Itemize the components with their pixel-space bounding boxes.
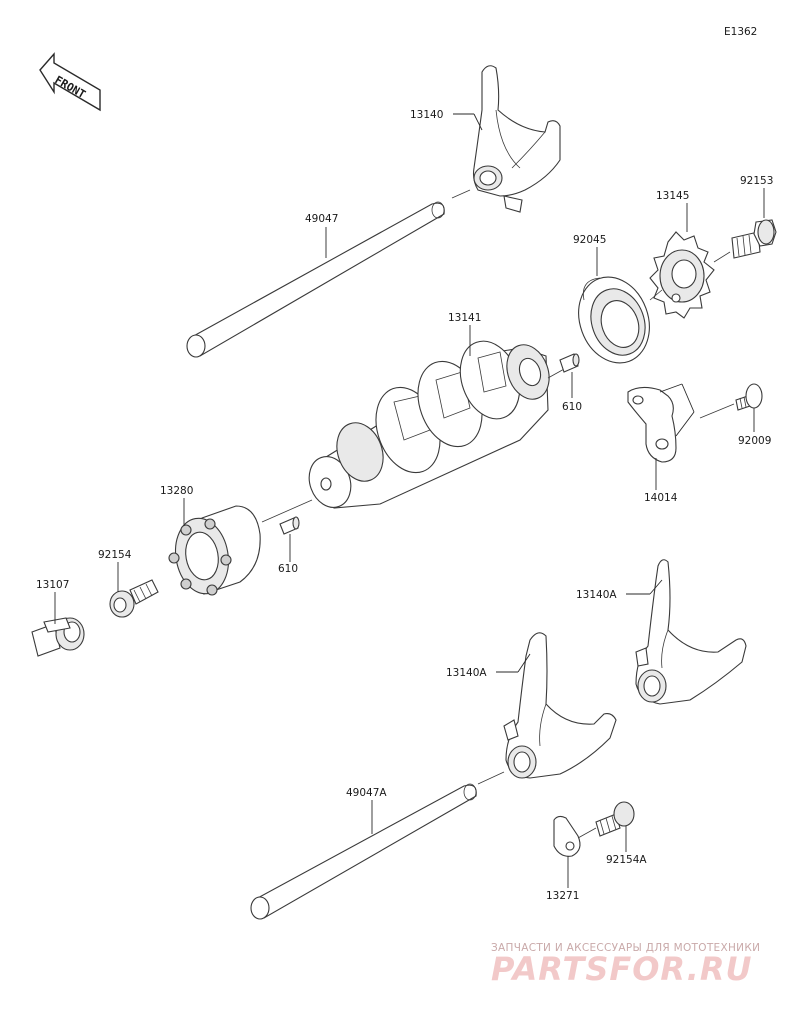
label-92154: 92154 bbox=[98, 549, 132, 561]
label-610-upper: 610 bbox=[562, 401, 582, 413]
screw-92154A bbox=[595, 801, 635, 837]
shift-drum-13141 bbox=[308, 340, 550, 509]
pin-holder-13280 bbox=[168, 505, 261, 596]
label-610-lower: 610 bbox=[278, 563, 298, 575]
cap-13107 bbox=[31, 617, 85, 657]
shift-fork-13140A-left bbox=[503, 632, 617, 779]
label-13140A-right: 13140A bbox=[576, 589, 617, 601]
bolt-92154 bbox=[109, 579, 159, 618]
label-92154A: 92154A bbox=[606, 854, 647, 866]
watermark: ЗАПЧАСТИ И АКСЕССУАРЫ ДЛЯ МОТОТЕХНИКИ PA… bbox=[491, 942, 760, 988]
bearing-92045 bbox=[578, 276, 650, 364]
diagram-code: E1362 bbox=[724, 26, 757, 38]
shift-fork-13140 bbox=[472, 65, 561, 213]
label-92153: 92153 bbox=[740, 175, 773, 187]
label-92009: 92009 bbox=[738, 435, 771, 447]
label-92045: 92045 bbox=[573, 234, 606, 246]
front-arrow-icon: FRONT bbox=[39, 52, 101, 112]
pin-610-upper bbox=[559, 353, 580, 373]
shift-rod-49047A bbox=[250, 783, 477, 920]
shift-rod-49047 bbox=[186, 201, 445, 358]
label-49047: 49047 bbox=[305, 213, 338, 225]
label-13280: 13280 bbox=[160, 485, 193, 497]
star-plate-13145 bbox=[649, 231, 715, 319]
bracket-14014 bbox=[627, 386, 677, 463]
bolt-92153 bbox=[731, 219, 777, 259]
label-14014: 14014 bbox=[644, 492, 678, 504]
label-13140: 13140 bbox=[410, 109, 443, 121]
label-13141: 13141 bbox=[448, 312, 481, 324]
screw-92009 bbox=[735, 383, 763, 411]
watermark-tagline: ЗАПЧАСТИ И АКСЕССУАРЫ ДЛЯ МОТОТЕХНИКИ bbox=[491, 942, 760, 954]
label-13271: 13271 bbox=[546, 890, 579, 902]
plate-13271 bbox=[553, 815, 581, 857]
label-49047A: 49047A bbox=[346, 787, 387, 799]
pin-610-lower bbox=[279, 516, 300, 535]
label-13145: 13145 bbox=[656, 190, 689, 202]
label-13107: 13107 bbox=[36, 579, 69, 591]
watermark-logo: PARTSFOR.RU bbox=[491, 950, 752, 988]
label-13140A-left: 13140A bbox=[446, 667, 487, 679]
shift-fork-13140A-right bbox=[635, 559, 747, 705]
